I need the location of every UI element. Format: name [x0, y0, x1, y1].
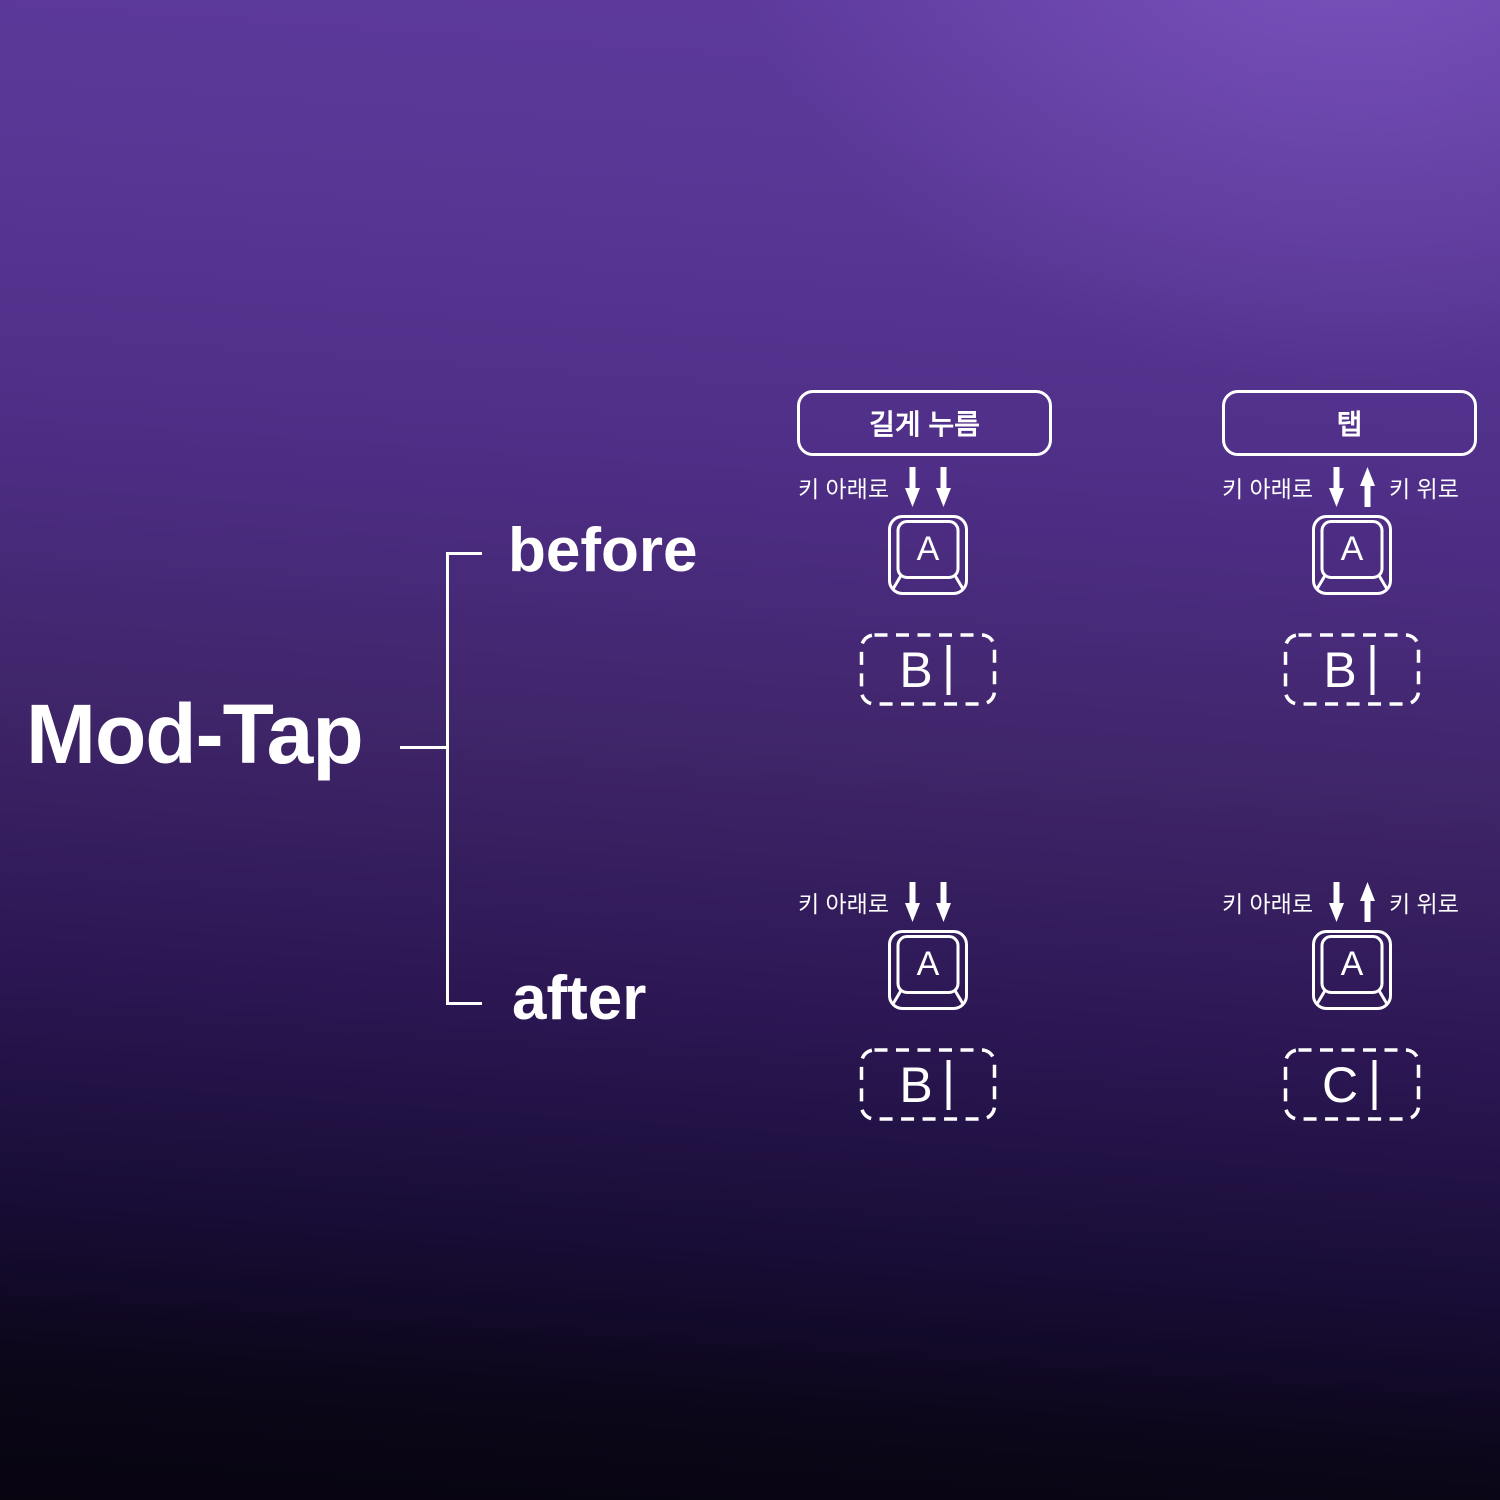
key-up-label: 키 위로 [1389, 476, 1459, 502]
arrow-up-icon [1360, 467, 1375, 507]
key-down-label: 키 아래로 [797, 476, 889, 502]
dashed-box-icon [859, 633, 997, 706]
cell-before-tap: 키 아래로 키 위로 A B [1202, 462, 1500, 722]
output-box: B [857, 633, 997, 706]
arrow-down-icon [905, 467, 920, 507]
text-cursor [946, 644, 951, 695]
dashed-box-icon [859, 1048, 997, 1121]
key-down-label: 키 아래로 [1221, 891, 1313, 917]
cell-after-tap: 키 아래로 키 위로 A C [1202, 877, 1500, 1137]
text-cursor [1372, 1059, 1377, 1110]
arrow-down-icon [936, 467, 951, 507]
output-letter: B [1323, 641, 1357, 698]
arrow-down-icon [936, 882, 951, 922]
arrow-up-icon [1360, 882, 1375, 922]
output-content: B [857, 1048, 994, 1121]
arrow-group [905, 467, 951, 507]
arrow-group [1329, 467, 1375, 507]
keycap: A [888, 930, 968, 1010]
column-header-long-press: 길게 누름 [797, 390, 1052, 456]
keycap: A [888, 515, 968, 595]
branch-label-before: before [508, 516, 698, 585]
page-title: Mod-Tap [26, 687, 364, 781]
output-letter: C [1321, 1056, 1359, 1113]
text-cursor [1370, 644, 1375, 695]
bracket-connector-line [400, 746, 449, 749]
bracket-tick-after [446, 1002, 482, 1005]
cell-after-long-press: 키 아래로 A B [778, 877, 1078, 1137]
arrow-group [1329, 882, 1375, 922]
column-header-tap-label: 탭 [1336, 409, 1363, 440]
arrow-down-icon [1329, 467, 1344, 507]
key-down-label: 키 아래로 [797, 891, 889, 917]
output-box: C [1281, 1048, 1421, 1121]
output-box: B [857, 1048, 997, 1121]
keycap-letter: A [916, 945, 940, 983]
arrow-down-icon [905, 882, 920, 922]
output-content: B [1281, 633, 1418, 706]
output-content: B [857, 633, 994, 706]
keycap-letter: A [1340, 945, 1364, 983]
text-cursor [946, 1059, 951, 1110]
bracket-vertical-line [446, 552, 449, 1005]
arrow-down-icon [1329, 882, 1344, 922]
output-letter: B [899, 641, 933, 698]
output-letter: B [899, 1056, 933, 1113]
cell-before-long-press: 키 아래로 A B [778, 462, 1078, 722]
output-box: B [1281, 633, 1421, 706]
branch-label-after: after [512, 964, 647, 1033]
keycap-letter: A [916, 530, 940, 568]
column-header-tap: 탭 [1222, 390, 1477, 456]
keycap-outline-icon [1312, 930, 1392, 1010]
keycap-letter: A [1340, 530, 1364, 568]
key-down-label: 키 아래로 [1221, 476, 1313, 502]
key-up-label: 키 위로 [1389, 891, 1459, 917]
keycap-outline-icon [1312, 515, 1392, 595]
keycap-outline-icon [888, 930, 968, 1010]
dashed-box-icon [1283, 633, 1421, 706]
keycap: A [1312, 930, 1392, 1010]
column-header-long-press-label: 길게 누름 [869, 409, 980, 440]
keycap: A [1312, 515, 1392, 595]
dashed-box-icon [1283, 1048, 1421, 1121]
output-content: C [1281, 1048, 1418, 1121]
arrow-group [905, 882, 951, 922]
bracket-tick-before [446, 552, 482, 555]
keycap-outline-icon [888, 515, 968, 595]
